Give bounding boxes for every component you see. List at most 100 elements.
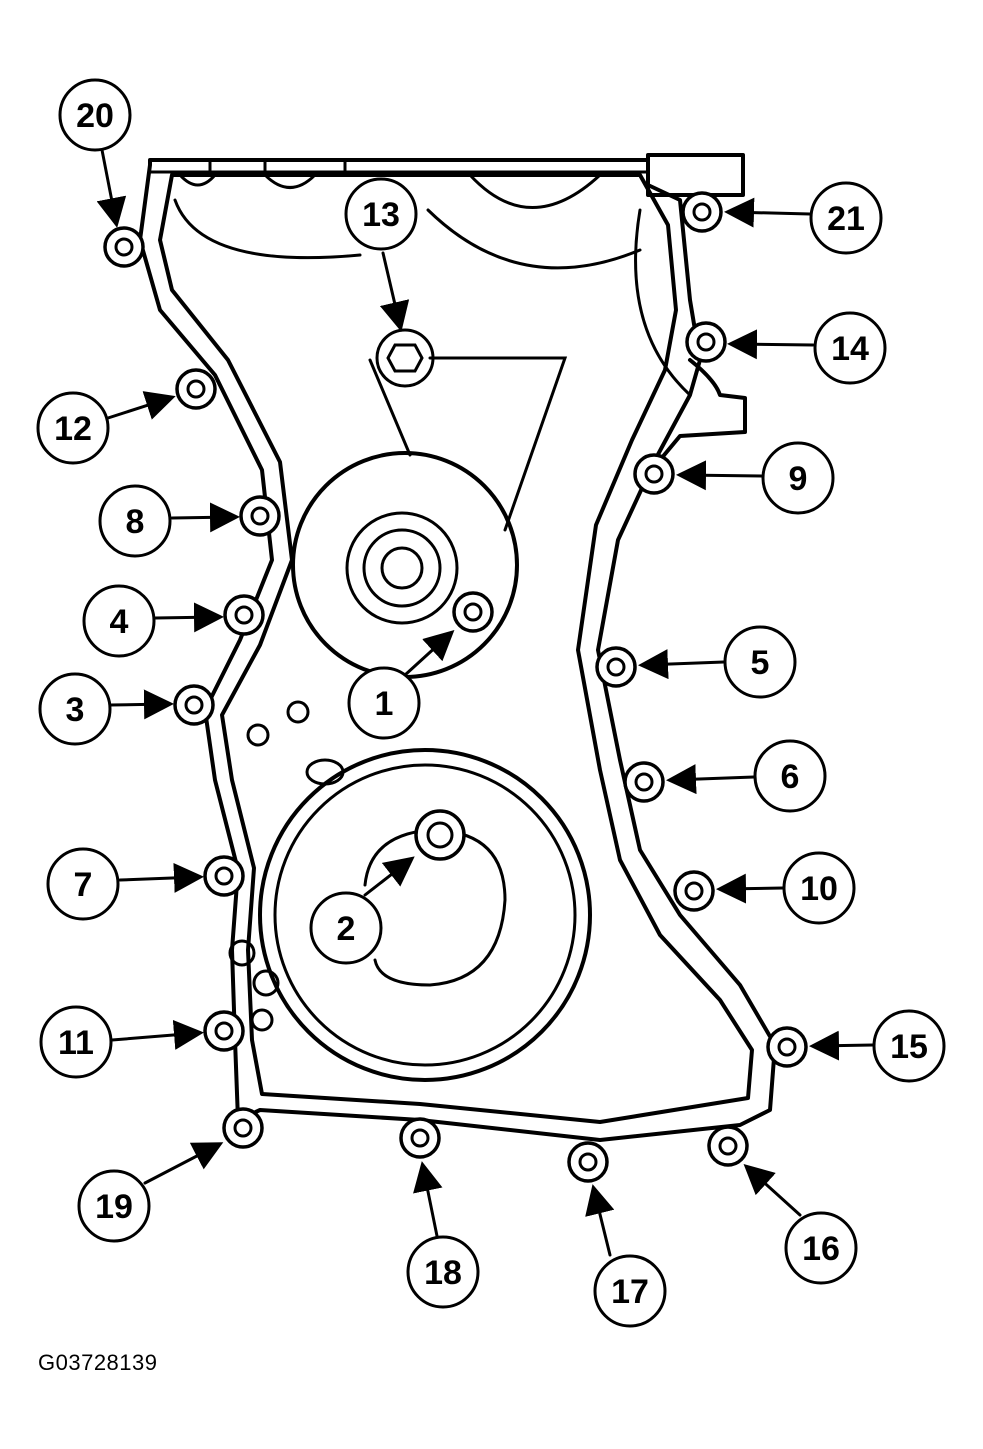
bolt-18-boss — [399, 1117, 441, 1159]
arrow-10 — [716, 873, 785, 904]
callout-15: 15 — [872, 1009, 946, 1083]
bolt-2-boss — [414, 809, 466, 861]
arrow-7 — [118, 862, 204, 893]
bolt-6-center — [634, 772, 654, 792]
callout-1-label: 1 — [375, 685, 394, 723]
bolt-5-center — [606, 657, 626, 677]
idler-pulley-ring-2 — [362, 528, 442, 608]
arrow-15 — [809, 1030, 875, 1061]
callout-1: 1 — [347, 666, 421, 740]
bolt-6-boss — [623, 761, 665, 803]
lug-hole-2 — [252, 969, 280, 997]
callout-7: 7 — [46, 847, 120, 921]
arrow-17 — [585, 1184, 615, 1257]
dowel-oval — [305, 758, 345, 786]
arrow-9 — [676, 460, 764, 491]
callout-9: 9 — [761, 441, 835, 515]
arrow-1 — [403, 629, 455, 677]
callout-16: 16 — [784, 1211, 858, 1285]
bolt-11-boss — [203, 1010, 245, 1052]
arrow-19 — [143, 1142, 224, 1185]
top-right-tab — [646, 153, 745, 197]
callout-12: 12 — [36, 391, 110, 465]
arrow-14 — [727, 329, 815, 360]
cover-flange-outer — [138, 158, 777, 1142]
bolt-19-center — [233, 1118, 253, 1138]
callout-2: 2 — [309, 891, 383, 965]
cam-arc-right — [426, 208, 642, 270]
callout-21-label: 21 — [827, 200, 865, 238]
guide-line-right — [428, 356, 568, 532]
cover-flange-inner — [158, 173, 754, 1124]
callout-19-label: 19 — [95, 1188, 133, 1226]
arrow-20 — [96, 148, 127, 228]
callout-10: 10 — [782, 851, 856, 925]
bolt-19-boss — [222, 1107, 264, 1149]
bolt-4-center — [234, 605, 254, 625]
callouts: 20 21 13 14 12 9 8 4 — [36, 78, 946, 1328]
callout-4: 4 — [82, 584, 156, 658]
bolt-16-boss — [707, 1125, 749, 1167]
bolt-8-center — [250, 506, 270, 526]
bolt-16-center — [718, 1136, 738, 1156]
callout-6: 6 — [753, 739, 827, 813]
callout-10-label: 10 — [800, 870, 838, 908]
bolt-3-center — [184, 695, 204, 715]
callout-3: 3 — [38, 672, 112, 746]
crank-seal-ring — [363, 828, 507, 987]
bolt-9-center — [644, 464, 664, 484]
bolt-21-center — [692, 202, 712, 222]
arrow-3 — [108, 689, 174, 720]
arrow-18 — [413, 1161, 443, 1238]
side-step-tab — [658, 358, 747, 462]
callout-17-label: 17 — [611, 1273, 649, 1311]
arrow-5 — [638, 649, 726, 680]
bolt-12-center — [186, 379, 206, 399]
bolt-14-center — [696, 332, 716, 352]
bolt-10-boss — [673, 870, 715, 912]
callout-15-label: 15 — [890, 1028, 928, 1066]
bolt-15-boss — [766, 1026, 808, 1068]
idler-pulley-outer — [291, 451, 519, 679]
callout-3-label: 3 — [66, 691, 85, 729]
arrow-11 — [110, 1019, 204, 1050]
right-inner-curve — [634, 208, 692, 397]
locating-hole-1 — [246, 723, 270, 747]
arrow-6 — [666, 764, 756, 795]
arrow-21 — [724, 197, 812, 228]
arrow-13 — [379, 251, 410, 332]
bolt-3-boss — [173, 684, 215, 726]
timing-cover-outline — [138, 153, 777, 1142]
figure-code: G03728139 — [38, 1350, 158, 1375]
idler-pulley-ring-1 — [345, 511, 459, 625]
bolt-7-boss — [203, 855, 245, 897]
bolt-18-center — [410, 1128, 430, 1148]
bolt-7-center — [214, 866, 234, 886]
callout-18: 18 — [406, 1235, 480, 1309]
bolt-20-center — [114, 237, 134, 257]
bolt-13-hex — [386, 343, 424, 373]
arrow-8 — [170, 502, 240, 533]
idler-pulley-hub — [380, 546, 424, 590]
arrow-2 — [363, 856, 415, 897]
callout-4-label: 4 — [110, 603, 129, 641]
locating-hole-2 — [286, 700, 310, 724]
bolt-17-boss — [567, 1141, 609, 1183]
callout-6-label: 6 — [781, 758, 800, 796]
cam-arc-left — [173, 198, 362, 260]
callout-13-label: 13 — [362, 196, 400, 234]
callout-13: 13 — [344, 177, 418, 251]
crankshaft-seal — [228, 748, 592, 1082]
bolt-2-center — [426, 821, 454, 849]
callout-9-label: 9 — [789, 460, 808, 498]
arrow-12 — [106, 391, 176, 420]
lug-hole-1 — [228, 939, 256, 967]
callout-11-label: 11 — [58, 1024, 94, 1062]
callout-7-label: 7 — [74, 866, 93, 904]
bolt-5-boss — [595, 646, 637, 688]
crank-housing-inner — [273, 763, 577, 1067]
bolt-9-boss — [633, 453, 675, 495]
idler-pulley — [291, 328, 568, 679]
bolt-14-boss — [685, 321, 727, 363]
